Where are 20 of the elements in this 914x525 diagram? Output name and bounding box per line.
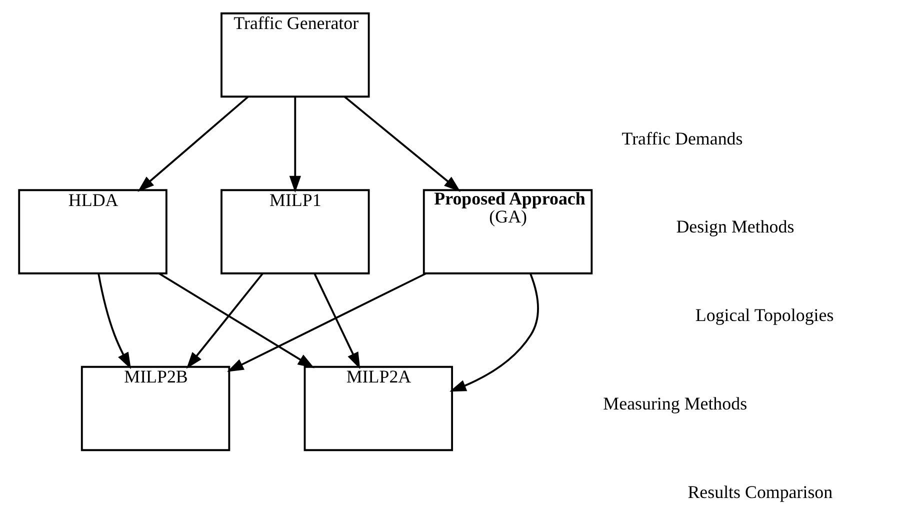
- arrow: [343, 96, 460, 192]
- label: Results Comparison: [687, 482, 832, 502]
- label: Traffic Demands: [621, 128, 742, 148]
- arrow: [97, 273, 131, 370]
- arrow: [226, 272, 426, 372]
- node-box: Traffic Generator: [220, 12, 370, 98]
- arrow: [288, 96, 300, 193]
- arrow: [137, 96, 248, 192]
- arrow: [448, 273, 538, 392]
- label: Measuring Methods: [602, 393, 747, 414]
- node-box: MILP2B: [80, 366, 230, 452]
- node-box: HLDA: [18, 189, 167, 274]
- node-box: MILP1: [220, 189, 370, 274]
- label: Design Methods: [676, 216, 794, 237]
- node-box: MILP2A: [303, 366, 453, 452]
- arrow: [313, 273, 360, 370]
- node-box: Proposed Approach (GA): [422, 189, 592, 274]
- label: Logical Topologies: [694, 305, 834, 326]
- arrow: [158, 272, 314, 368]
- arrow: [186, 272, 264, 369]
